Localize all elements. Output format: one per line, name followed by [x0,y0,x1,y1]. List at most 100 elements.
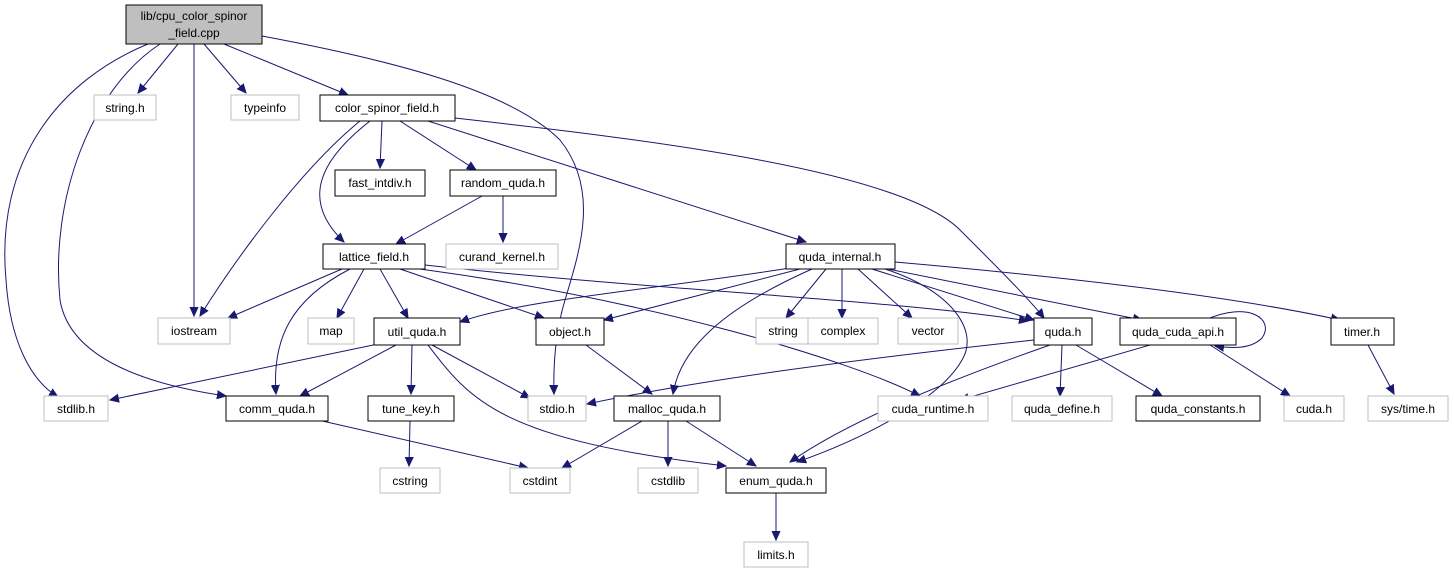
node-complex: complex [807,317,879,345]
node-random-quda-h[interactable]: random_quda.h [449,169,557,197]
node-limits-h: limits.h [743,541,809,568]
node-quda-constants-h[interactable]: quda_constants.h [1135,395,1261,422]
edge-util-stdio [431,344,530,398]
edge-lattice-comm-quda [275,268,351,394]
edge-root-string-h [138,43,179,93]
svg-text:vector: vector [912,324,945,338]
edge-api-cuda-runtime [960,344,1151,400]
svg-text:complex: complex [821,324,866,338]
node-string: string [755,317,811,345]
node-fast-intdiv-h[interactable]: fast_intdiv.h [334,169,426,197]
svg-text:curand_kernel.h: curand_kernel.h [459,250,545,264]
node-tune-key-h[interactable]: tune_key.h [367,395,455,422]
edge-lattice-quda-h [424,264,1028,321]
edge-lattice-iostream [228,268,343,318]
edge-lattice-object [399,268,544,318]
node-root-file[interactable]: lib/cpu_color_spinor _field.cpp [125,4,263,45]
edge-lattice-util-quda [379,268,408,318]
svg-text:sys/time.h: sys/time.h [1381,402,1435,416]
edge-csf-fast-intdiv [380,120,382,168]
svg-text:malloc_quda.h: malloc_quda.h [628,402,706,416]
edge-internal-quda-cuda-api [887,268,1142,320]
edge-root-color-spinor-field [223,43,348,95]
edge-quda-constants [1075,344,1162,396]
edge-csf-random-quda [399,120,476,170]
node-timer-h[interactable]: timer.h [1330,317,1395,346]
node-root-file-line1: lib/cpu_color_spinor [141,9,248,23]
svg-text:limits.h: limits.h [757,548,794,562]
edge-object-malloc-quda [585,344,652,394]
node-color-spinor-field-h[interactable]: color_spinor_field.h [319,94,456,122]
node-cstdint: cstdint [509,467,571,494]
nodes: lib/cpu_color_spinor _field.cpp string.h… [43,4,1449,568]
svg-text:typeinfo: typeinfo [244,101,286,115]
edge-comm-cstdint [317,419,528,468]
node-typeinfo: typeinfo [230,94,300,121]
edge-malloc-enum-quda [685,420,756,466]
node-map: map [307,317,355,345]
svg-text:color_spinor_field.h: color_spinor_field.h [335,101,439,115]
node-string-h: string.h [93,94,157,121]
node-util-quda-h[interactable]: util_quda.h [373,317,461,346]
node-curand-kernel-h: curand_kernel.h [445,243,559,270]
svg-text:map: map [319,324,343,338]
edge-root-stdlib [4,43,149,397]
edge-internal-object [604,268,801,320]
svg-text:cstdint: cstdint [523,474,558,488]
node-cuda-runtime-h: cuda_runtime.h [877,395,989,422]
node-lattice-field-h[interactable]: lattice_field.h [322,243,426,270]
edge-internal-vector [857,268,912,318]
edge-util-tune-key [411,344,412,394]
svg-text:cuda.h: cuda.h [1296,402,1332,416]
svg-text:stdlib.h: stdlib.h [57,402,95,416]
svg-text:quda_cuda_api.h: quda_cuda_api.h [1132,325,1224,339]
svg-text:random_quda.h: random_quda.h [461,176,545,190]
node-stdlib-h: stdlib.h [43,395,109,422]
node-root-file-line2: _field.cpp [167,26,220,40]
svg-text:enum_quda.h: enum_quda.h [739,474,812,488]
node-quda-internal-h[interactable]: quda_internal.h [785,243,896,270]
edge-csf-lattice-field [319,120,371,242]
edge-timer-sys-time [1367,344,1394,394]
edge-random-lattice-field [396,195,483,244]
svg-text:cuda_runtime.h: cuda_runtime.h [892,402,975,416]
node-iostream: iostream [157,317,231,345]
edge-csf-iostream [200,120,361,316]
edge-lattice-cuda-runtime [419,268,920,396]
node-sys-time-h: sys/time.h [1367,395,1449,422]
svg-text:comm_quda.h: comm_quda.h [239,402,315,416]
svg-text:quda_define.h: quda_define.h [1024,402,1100,416]
svg-text:string: string [768,324,797,338]
svg-text:iostream: iostream [171,324,217,338]
node-comm-quda-h[interactable]: comm_quda.h [225,395,329,422]
edge-internal-util-quda [460,267,791,322]
node-enum-quda-h[interactable]: enum_quda.h [725,467,827,494]
edge-root-typeinfo [203,43,246,93]
svg-text:object.h: object.h [549,325,591,339]
node-object-h[interactable]: object.h [535,317,605,346]
node-quda-cuda-api-h[interactable]: quda_cuda_api.h [1119,317,1237,346]
edge-internal-enum-quda [797,268,968,462]
svg-text:stdio.h: stdio.h [539,402,574,416]
node-cstdlib: cstdlib [637,467,699,494]
edge-internal-quda-h [871,268,1034,320]
node-quda-define-h: quda_define.h [1011,395,1113,422]
edge-malloc-cstdint [562,420,643,468]
svg-text:quda.h: quda.h [1045,325,1082,339]
svg-text:fast_intdiv.h: fast_intdiv.h [348,176,411,190]
edge-api-self [1204,311,1266,348]
node-malloc-quda-h[interactable]: malloc_quda.h [613,395,721,422]
edge-lattice-map [337,268,365,318]
svg-text:string.h: string.h [105,101,144,115]
node-cstring: cstring [379,467,441,494]
edge-util-enum-quda [427,344,726,466]
node-vector: vector [897,317,959,345]
edge-quda-stdio [587,339,1035,404]
svg-text:util_quda.h: util_quda.h [388,325,447,339]
edge-api-cuda-h [1209,344,1290,396]
edge-util-comm-quda [300,344,397,396]
svg-text:timer.h: timer.h [1344,325,1380,339]
node-quda-h[interactable]: quda.h [1033,317,1093,346]
edge-csf-quda-internal [427,120,806,242]
